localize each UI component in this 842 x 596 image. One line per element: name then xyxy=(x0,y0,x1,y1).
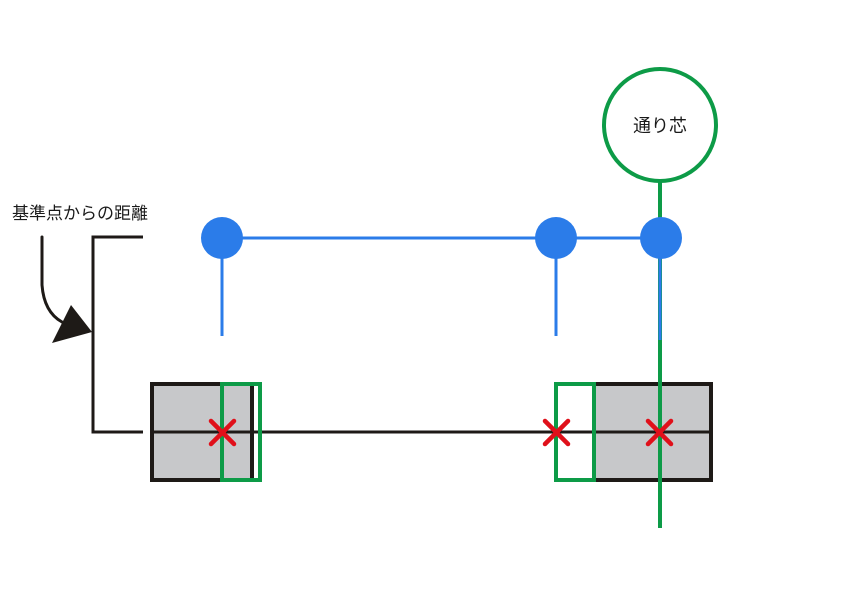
dimension-point-right xyxy=(640,217,682,259)
left-x-mark-icon xyxy=(208,418,237,447)
grid-line-label: 通り芯 xyxy=(633,116,687,137)
annotation-label: 基準点からの距離 xyxy=(12,204,148,224)
middle-x-mark-icon xyxy=(542,418,571,447)
annotation-arrowhead-icon xyxy=(52,305,92,343)
grid-line-bubble xyxy=(602,67,718,183)
dimension-point-left xyxy=(201,217,243,259)
right-x-mark-icon xyxy=(645,418,674,447)
dimension-point-middle xyxy=(535,217,577,259)
reference-bracket xyxy=(91,235,143,434)
annotation-leader-arrow-shaft xyxy=(40,235,64,324)
